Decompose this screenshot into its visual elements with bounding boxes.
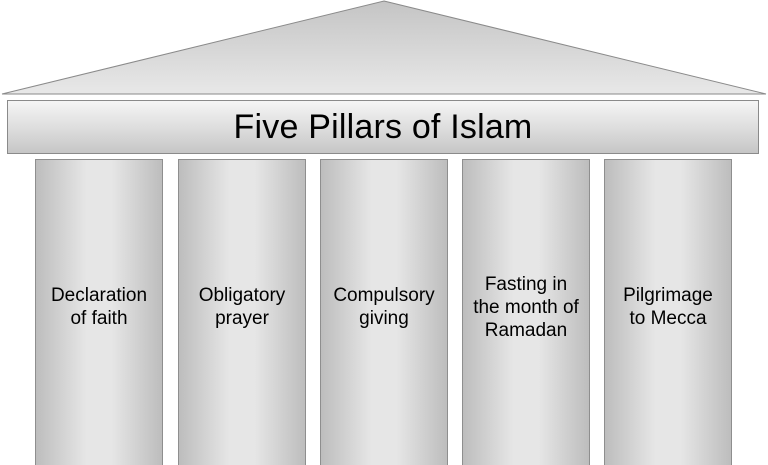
roof-triangle — [1, 0, 767, 95]
diagram-title: Five Pillars of Islam — [233, 107, 533, 146]
pillar-declaration-of-faith: Declaration of faith — [35, 159, 163, 465]
title-beam: Five Pillars of Islam — [7, 100, 759, 154]
pillar-label: Pilgrimage to Mecca — [623, 285, 713, 329]
pillar-label: Obligatory prayer — [198, 285, 286, 329]
pillar-pilgrimage-mecca: Pilgrimage to Mecca — [604, 159, 732, 465]
temple-roof — [1, 0, 767, 95]
pillar-label: Compulsory giving — [333, 285, 435, 329]
pillar-compulsory-giving: Compulsory giving — [320, 159, 448, 465]
pillar-label: Fasting in the month of Ramadan — [473, 273, 579, 341]
pillar-obligatory-prayer: Obligatory prayer — [178, 159, 306, 465]
pillar-fasting-ramadan: Fasting in the month of Ramadan — [462, 159, 590, 465]
pillar-label: Declaration of faith — [50, 285, 148, 329]
